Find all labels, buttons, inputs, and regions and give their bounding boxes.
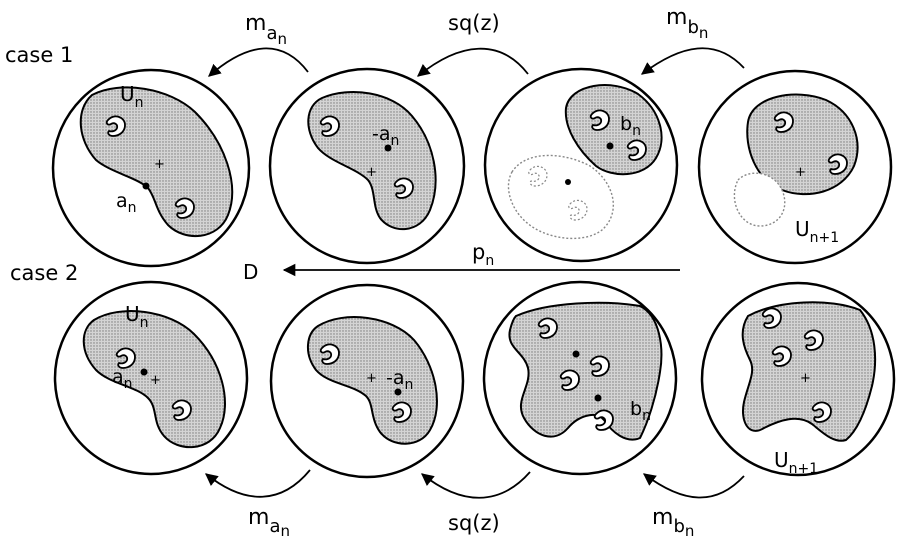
top-arrow-m-a xyxy=(208,47,309,77)
top-b-label: bn xyxy=(620,113,641,139)
center-cross: + xyxy=(154,157,165,172)
top-disc-3: bn xyxy=(483,67,679,263)
svg-text:+: + xyxy=(366,371,377,386)
bottom-U-next-label: Un+1 xyxy=(774,448,818,477)
svg-text:+: + xyxy=(366,165,377,180)
svg-text:+: + xyxy=(795,165,806,180)
p-label: pn xyxy=(472,240,494,269)
top-U-label: Un xyxy=(120,82,144,111)
top-m-b-label: mbn xyxy=(666,5,708,42)
D-label: D xyxy=(243,260,258,284)
top-neg-a-label: -an xyxy=(372,123,399,149)
top-U-next-label: Un+1 xyxy=(795,217,839,246)
top-disc-2: + -an xyxy=(268,67,466,265)
top-m-a-label: man xyxy=(245,11,287,48)
bottom-disc-3: bn xyxy=(482,280,678,476)
top-a-label: an xyxy=(116,190,137,216)
point-b xyxy=(606,142,614,150)
bottom-arrow-m-b xyxy=(642,473,745,499)
top-sq-label: sq(z) xyxy=(448,11,500,35)
point-a xyxy=(142,182,150,190)
bottom-arrow-sq xyxy=(421,471,531,499)
bottom-point-a xyxy=(140,368,148,376)
svg-text:+: + xyxy=(150,373,161,388)
top-disc-4-ghost xyxy=(733,172,786,227)
bottom-disc-4: + Un+1 xyxy=(700,281,896,477)
top-arrow-m-b xyxy=(640,47,745,75)
bottom-U-label: Un xyxy=(125,302,149,331)
bottom-point-b xyxy=(594,394,602,402)
bottom-m-b-label: mbn xyxy=(652,505,694,539)
top-arrow-sq xyxy=(417,47,529,77)
bottom-b-label: bn xyxy=(630,398,651,424)
top-disc-3-ghost xyxy=(507,154,615,240)
svg-text:+: + xyxy=(800,371,811,386)
bottom-point-upper xyxy=(572,350,580,358)
bottom-a-label: an xyxy=(112,366,133,392)
bottom-disc-1: + Un an xyxy=(53,280,249,476)
bottom-neg-a-label: -an xyxy=(386,367,413,393)
bottom-disc-4-domain xyxy=(741,301,877,442)
top-disc-1: + Un an xyxy=(51,68,251,268)
case-1-label: case 1 xyxy=(5,43,73,67)
bottom-m-a-label: man xyxy=(248,505,290,539)
bottom-point-neg-a xyxy=(394,388,402,396)
point-neg-a xyxy=(384,144,392,152)
top-disc-4: + Un+1 xyxy=(697,69,893,265)
bottom-sq-label: sq(z) xyxy=(448,511,500,535)
case-2-label: case 2 xyxy=(10,261,78,285)
bottom-disc-2: + -an xyxy=(269,283,465,479)
bottom-arrow-m-a xyxy=(205,469,311,498)
ghost-center xyxy=(565,179,571,185)
